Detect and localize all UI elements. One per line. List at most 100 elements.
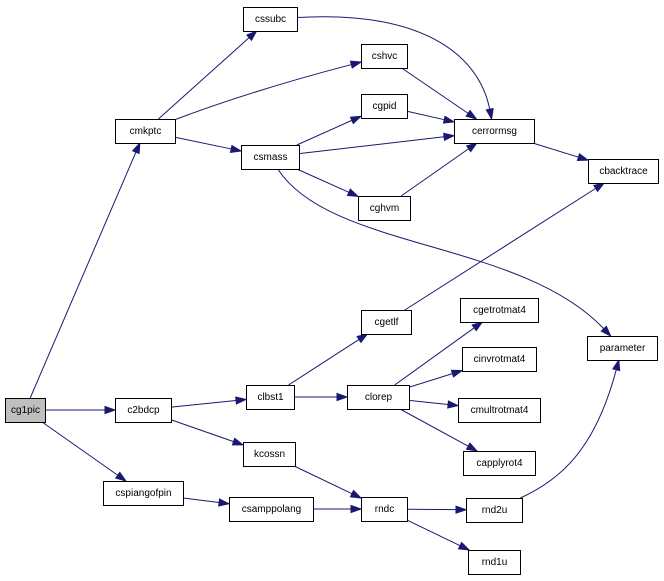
node-clorep[interactable]: clorep	[347, 385, 410, 410]
node-box[interactable]	[361, 497, 408, 522]
edge-cg1pic-to-cspiangofpin	[41, 421, 128, 482]
edge-cghvm-to-cerrormsg	[400, 142, 479, 197]
arrowhead	[485, 107, 494, 121]
arrowhead	[356, 333, 369, 344]
node-box[interactable]	[347, 385, 410, 410]
node-cshvc[interactable]: cshvc	[361, 44, 408, 69]
arrowhead	[336, 392, 349, 402]
node-cmkptc[interactable]: cmkptc	[115, 119, 176, 144]
edge-rndc-to-rnd1u	[406, 519, 471, 551]
node-cssubc[interactable]: cssubc	[243, 7, 298, 32]
node-box[interactable]	[358, 196, 411, 221]
node-label: cgetlf	[375, 317, 399, 328]
node-label: cg1pic	[11, 405, 40, 416]
arrowhead	[231, 437, 245, 446]
node-box[interactable]	[103, 481, 184, 506]
edge-cg1pic-to-c2bdcp	[45, 405, 117, 415]
edge-clorep-to-cmultrotmat4	[408, 399, 460, 409]
node-box[interactable]	[243, 442, 296, 467]
edge-csmass-to-cghvm	[296, 168, 360, 197]
edge-cgpid-to-cerrormsg	[406, 110, 456, 124]
node-cmultrotmat4[interactable]: cmultrotmat4	[458, 398, 541, 423]
arrowhead	[350, 504, 363, 514]
node-cgetrotmat4[interactable]: cgetrotmat4	[460, 298, 539, 323]
node-box[interactable]	[246, 385, 295, 410]
arrowhead	[447, 400, 460, 409]
node-label: rnd1u	[482, 557, 508, 568]
edge-cgetlf-to-cbacktrace	[404, 182, 606, 311]
edge-clorep-to-capplyrot4	[399, 408, 479, 452]
node-box[interactable]	[588, 159, 659, 184]
node-cspiangofpin[interactable]: cspiangofpin	[103, 481, 184, 506]
node-box[interactable]	[468, 550, 521, 575]
node-label: kcossn	[254, 449, 285, 460]
node-rndc[interactable]: rndc	[361, 497, 408, 522]
node-rnd2u[interactable]: rnd2u	[466, 498, 523, 523]
node-rnd1u[interactable]: rnd1u	[468, 550, 521, 575]
node-box[interactable]	[361, 44, 408, 69]
node-label: cghvm	[370, 203, 399, 214]
node-box[interactable]	[361, 94, 408, 119]
node-cgetlf[interactable]: cgetlf	[361, 310, 412, 335]
arrowhead	[443, 132, 456, 142]
edge-csamppolang-to-rndc	[313, 504, 363, 514]
edge-rnd2u-to-parameter	[520, 358, 621, 499]
node-cerrormsg[interactable]: cerrormsg	[454, 119, 535, 144]
edge-rndc-to-rnd2u	[406, 505, 468, 514]
arrowhead	[245, 29, 258, 42]
node-box[interactable]	[115, 119, 176, 144]
node-cg1pic[interactable]: cg1pic	[5, 398, 46, 423]
node-cbacktrace[interactable]: cbacktrace	[588, 159, 659, 184]
arrowhead	[349, 489, 363, 499]
arrowhead	[612, 358, 621, 372]
arrowhead	[346, 188, 360, 197]
node-cghvm[interactable]: cghvm	[358, 196, 411, 221]
arrowhead	[600, 325, 612, 338]
node-box[interactable]	[458, 398, 541, 423]
node-parameter[interactable]: parameter	[587, 336, 658, 361]
edge-clorep-to-cinvrotmat4	[408, 369, 464, 388]
node-box[interactable]	[241, 145, 300, 170]
node-label: cerrormsg	[472, 126, 517, 137]
node-box[interactable]	[243, 7, 298, 32]
arrowhead	[104, 405, 117, 415]
node-label: rnd2u	[482, 505, 508, 516]
node-clbst1[interactable]: clbst1	[246, 385, 295, 410]
arrowhead	[455, 505, 468, 514]
edge-clbst1-to-clorep	[294, 392, 349, 402]
nodes-layer: cg1pic cmkptc c2bdcp cspiangofpin cssubc cshv…	[5, 7, 659, 575]
node-label: cmultrotmat4	[471, 405, 529, 416]
arrowhead	[471, 321, 484, 332]
edge-cshvc-to-cerrormsg	[401, 67, 478, 120]
arrowhead	[131, 141, 141, 155]
node-kcossn[interactable]: kcossn	[243, 442, 296, 467]
node-label: cshvc	[372, 51, 398, 62]
arrowhead	[576, 153, 590, 162]
node-csamppolang[interactable]: csamppolang	[229, 497, 314, 522]
node-box[interactable]	[466, 498, 523, 523]
node-cgpid[interactable]: cgpid	[361, 94, 408, 119]
node-box[interactable]	[229, 497, 314, 522]
node-box[interactable]	[454, 119, 535, 144]
edge-cssubc-to-cerrormsg	[296, 16, 494, 121]
node-box[interactable]	[361, 310, 412, 335]
edge-c2bdcp-to-clbst1	[170, 396, 248, 408]
arrowhead	[349, 60, 363, 69]
node-c2bdcp[interactable]: c2bdcp	[115, 398, 172, 423]
node-box[interactable]	[463, 451, 536, 476]
node-label: cspiangofpin	[115, 488, 171, 499]
node-label: cgetrotmat4	[473, 305, 526, 316]
arrowhead	[457, 541, 471, 551]
node-csmass[interactable]: csmass	[241, 145, 300, 170]
node-box[interactable]	[587, 336, 658, 361]
edge-kcossn-to-rndc	[293, 465, 363, 499]
node-cinvrotmat4[interactable]: cinvrotmat4	[462, 347, 537, 372]
node-box[interactable]	[5, 398, 46, 423]
node-label: parameter	[600, 343, 646, 354]
edge-cerrormsg-to-cbacktrace	[532, 142, 590, 162]
node-capplyrot4[interactable]: capplyrot4	[463, 451, 536, 476]
node-box[interactable]	[460, 298, 539, 323]
node-box[interactable]	[115, 398, 172, 423]
node-box[interactable]	[462, 347, 537, 372]
